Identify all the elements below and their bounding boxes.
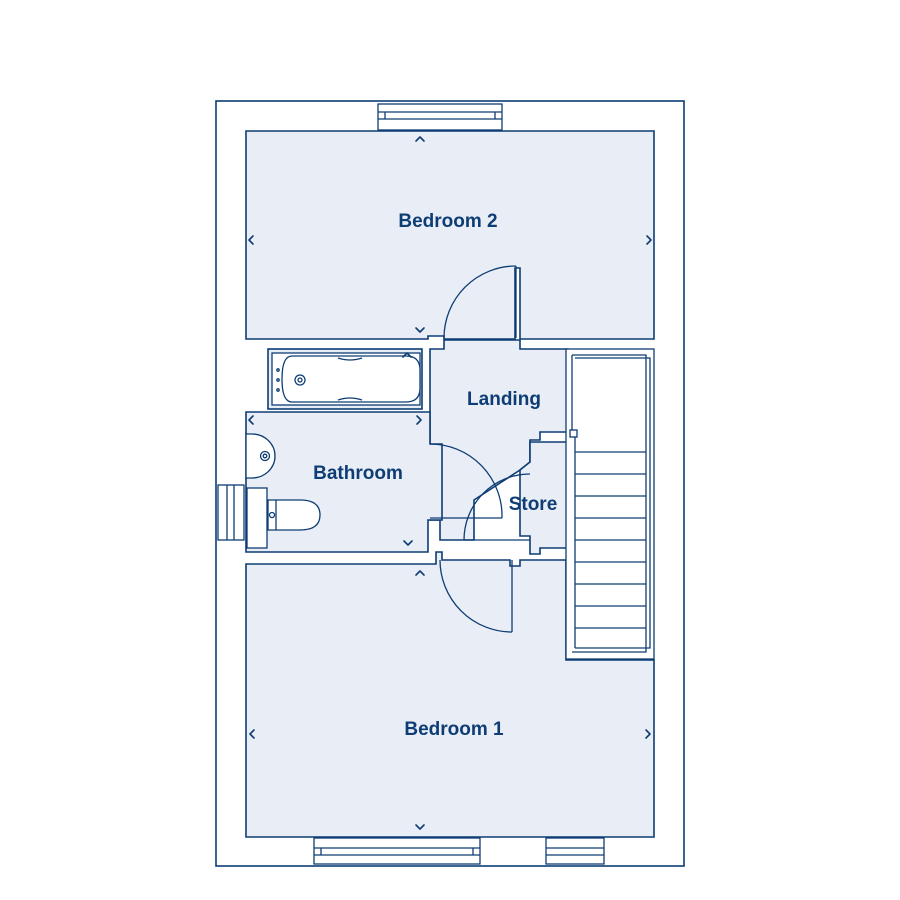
chevron-icon	[402, 352, 412, 358]
washbasin-icon	[245, 433, 276, 479]
chevron-icon	[416, 415, 422, 425]
label-landing: Landing	[467, 389, 541, 410]
chevron-icon	[415, 327, 425, 333]
chevron-icon	[646, 235, 652, 245]
chevron-icon	[248, 235, 254, 245]
door-swing-icon	[439, 559, 513, 633]
label-bedroom-1: Bedroom 1	[404, 719, 504, 740]
toilet-icon	[246, 487, 321, 549]
window-icon	[313, 837, 481, 865]
outer-wall	[215, 100, 685, 867]
chevron-icon	[415, 570, 425, 576]
door-swing-icon	[463, 473, 531, 541]
room-bedroom-1	[245, 551, 655, 838]
window-icon	[545, 837, 605, 865]
window-icon	[377, 103, 503, 131]
window-icon	[217, 484, 245, 541]
door-swing-icon	[429, 443, 503, 519]
bathtub-icon	[271, 352, 421, 406]
door-swing-icon	[443, 265, 517, 339]
chevron-icon	[645, 729, 651, 739]
chevron-icon	[415, 136, 425, 142]
stairs-icon	[565, 348, 655, 660]
chevron-icon	[249, 729, 255, 739]
chevron-icon	[403, 540, 413, 546]
chevron-icon	[415, 824, 425, 830]
chevron-icon	[248, 415, 254, 425]
label-bathroom: Bathroom	[313, 463, 403, 484]
label-store: Store	[509, 494, 558, 515]
label-bedroom-2: Bedroom 2	[398, 211, 497, 232]
room-bedroom-2	[245, 130, 655, 340]
room-landing	[429, 339, 569, 541]
